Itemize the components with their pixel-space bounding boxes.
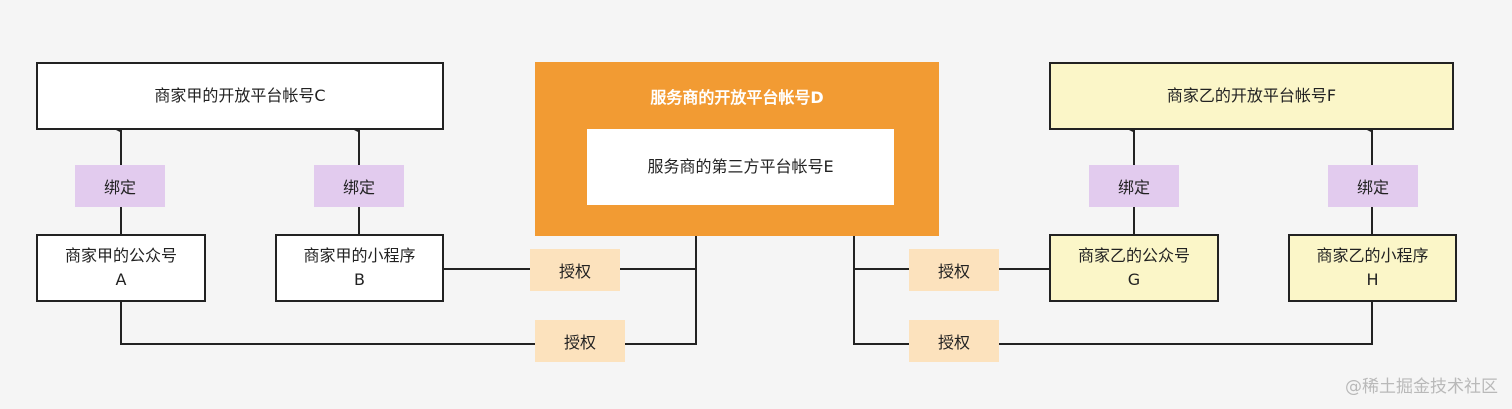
bind-tag-h: 绑定 [1328,165,1418,207]
box-g-line2: G [1127,270,1141,289]
account-f-label: 商家乙的开放平台帐号F [1166,86,1337,105]
bind-label: 绑定 [1356,178,1389,197]
account-c-label: 商家甲的开放平台帐号C [154,86,326,105]
box-b-line2: B [354,270,365,289]
auth-label: 授权 [563,333,596,352]
third-party-platform-account-e: 服务商的第三方平台帐号E [587,129,894,205]
arrow-a-to-e [120,270,697,345]
bind-tag-b: 绑定 [314,165,404,207]
bind-tag-g: 绑定 [1089,165,1179,207]
box-a-line1: 商家甲的公众号 [64,246,177,265]
box-a-line2: A [115,270,127,289]
auth-tag-b: 授权 [530,249,620,291]
bind-label: 绑定 [1117,178,1150,197]
bind-label: 绑定 [342,178,375,197]
arrow-h-to-e [853,270,1373,345]
auth-label: 授权 [937,262,970,281]
box-b-line1: 商家甲的小程序 [303,246,416,265]
auth-tag-a: 授权 [535,320,625,362]
auth-tag-g: 授权 [909,249,999,291]
box-g-line1: 商家乙的公众号 [1077,246,1190,265]
watermark: @稀土掘金技术社区 [1345,377,1498,397]
bind-tag-a: 绑定 [75,165,165,207]
merchant-b-official-account-g: 商家乙的公众号 G [1049,234,1219,302]
account-e-label: 服务商的第三方平台帐号E [647,157,834,176]
merchant-a-open-platform-account-c: 商家甲的开放平台帐号C [36,62,444,130]
merchant-b-open-platform-account-f: 商家乙的开放平台帐号F [1049,62,1454,130]
account-d-label: 服务商的开放平台帐号D [650,88,824,107]
auth-tag-h: 授权 [909,320,999,362]
merchant-a-mini-program-b: 商家甲的小程序 B [275,234,444,302]
bind-label: 绑定 [103,178,136,197]
box-h-line2: H [1366,270,1379,289]
merchant-b-mini-program-h: 商家乙的小程序 H [1288,234,1457,302]
box-h-line1: 商家乙的小程序 [1316,246,1429,265]
auth-label: 授权 [558,262,591,281]
merchant-a-official-account-a: 商家甲的公众号 A [36,234,206,302]
auth-label: 授权 [937,333,970,352]
